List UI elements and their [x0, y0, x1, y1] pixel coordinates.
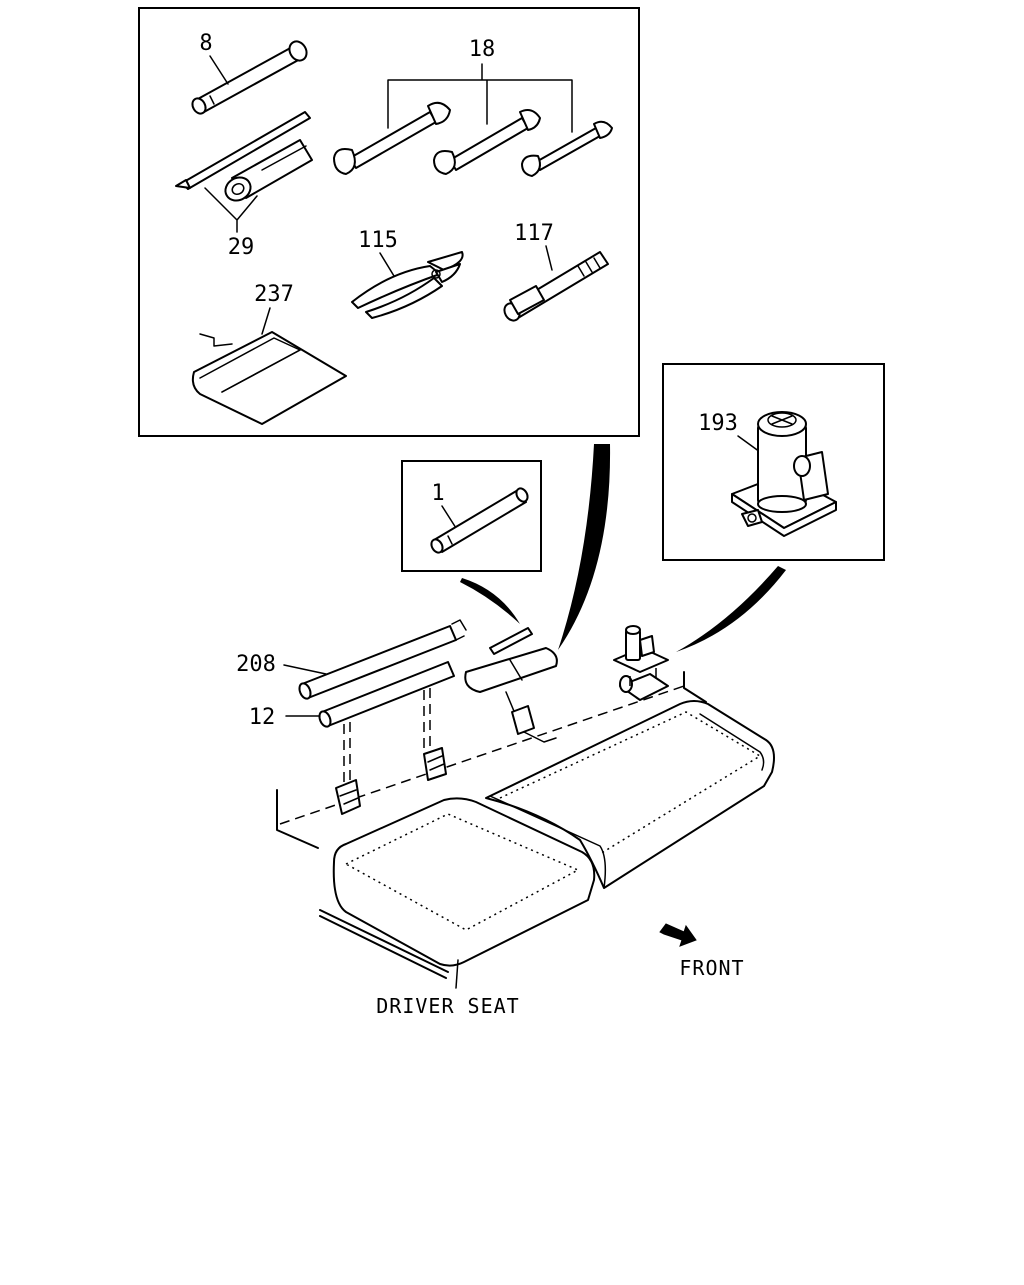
bar-clip-left [335, 779, 361, 815]
part-18-wrench-small [521, 120, 613, 177]
label-237: 237 [254, 282, 294, 307]
label-29: 29 [228, 235, 255, 260]
part-18-wrench-medium [433, 109, 541, 175]
part-29-screwdriver [175, 111, 313, 202]
label-193: 193 [698, 411, 738, 436]
cab-floor: 208 12 [236, 619, 775, 989]
part-193-jack [731, 411, 837, 537]
jack-box: 193 [662, 363, 885, 561]
jack-on-floor [613, 625, 669, 701]
label-115: 115 [358, 228, 398, 253]
tool-kit-box: 8 29 18 11 [138, 7, 640, 437]
front-arrow-icon [659, 923, 697, 947]
label-208: 208 [236, 652, 276, 677]
leader-swooshes [460, 444, 786, 652]
small-rod-on-floor [489, 627, 533, 655]
label-18: 18 [469, 37, 496, 62]
label-12: 12 [249, 705, 276, 730]
part-117-bar [503, 251, 609, 322]
part-208-bar [298, 619, 467, 700]
part-115-pliers [351, 251, 464, 319]
part-12-bar [318, 661, 455, 728]
label-117: 117 [514, 221, 554, 246]
label-8: 8 [199, 31, 212, 56]
part-1-rod [430, 487, 529, 554]
bar-clip-right [423, 747, 447, 781]
part-237-tool-bag [191, 331, 347, 425]
driver-seat-cushion [332, 797, 596, 967]
tool-bag-on-floor [464, 647, 558, 743]
label-1: 1 [431, 481, 444, 506]
part-1-box: 1 [401, 460, 542, 572]
passenger-seats [485, 700, 775, 889]
seat-rail [319, 909, 459, 989]
caption-front: FRONT [679, 956, 744, 980]
part-8-wrench-bar [191, 40, 308, 115]
caption-driver-seat: DRIVER SEAT [376, 994, 519, 1018]
part-18-wrench-large [333, 101, 451, 175]
